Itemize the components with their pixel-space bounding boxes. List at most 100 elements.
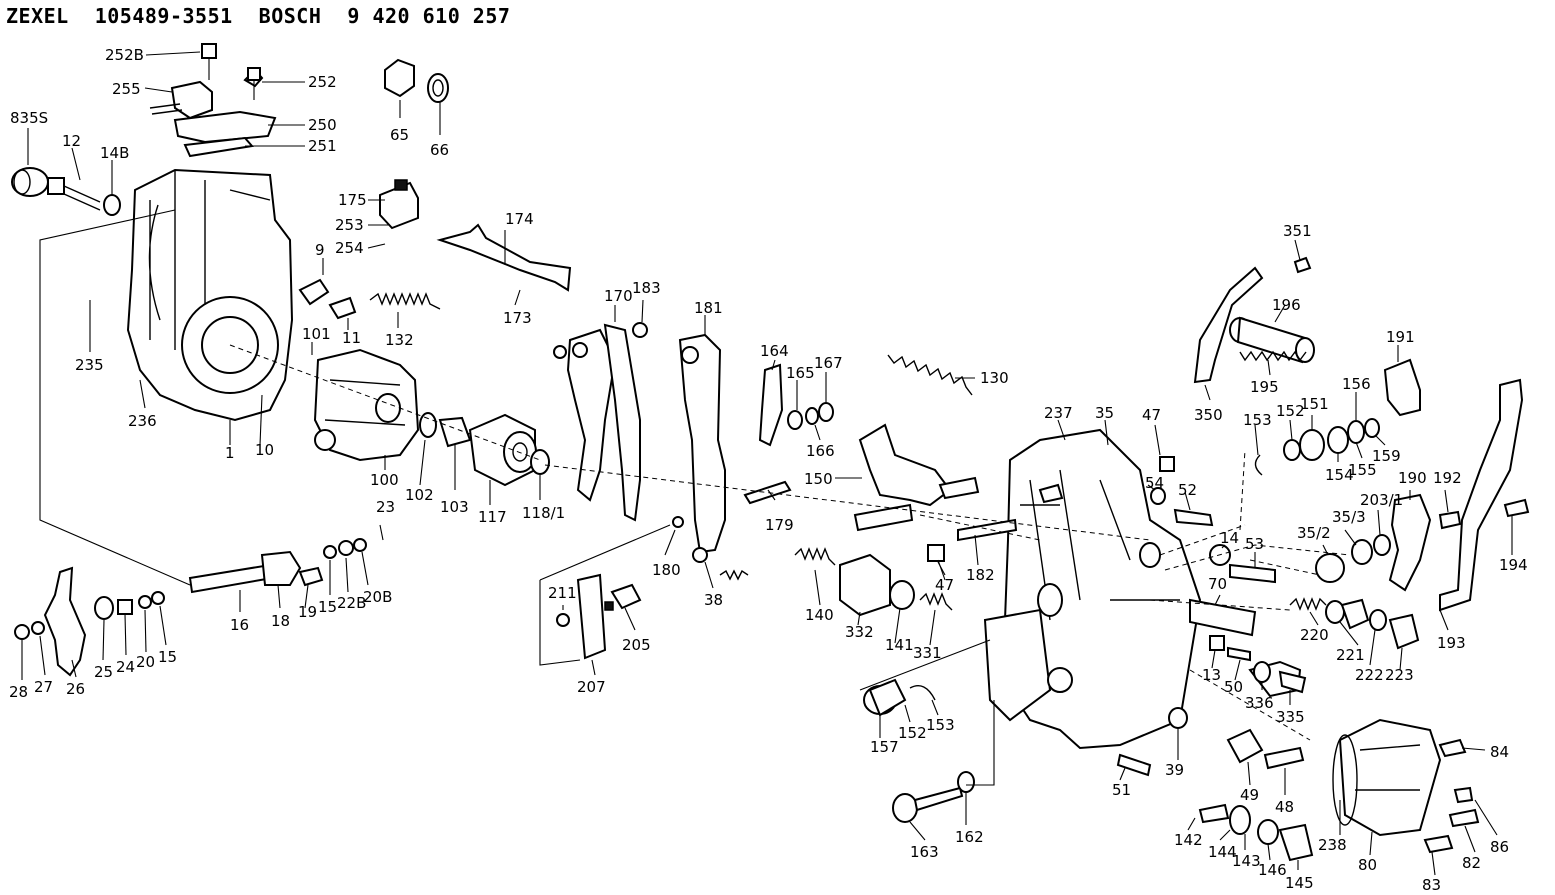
callout-label: 207 — [577, 678, 606, 696]
callout-label: 155 — [1348, 461, 1377, 479]
spring-196-group — [1193, 256, 1315, 384]
lever-181 — [678, 333, 792, 581]
maker-bosch: BOSCH — [258, 4, 322, 28]
callout-label: 145 — [1285, 874, 1314, 892]
callout-label: 103 — [440, 498, 469, 516]
callout-label: 26 — [66, 680, 85, 698]
callout-label: 235 — [75, 356, 104, 374]
callout-label: 183 — [632, 279, 661, 297]
lever-26 — [14, 566, 165, 677]
shaft-16-assembly — [188, 538, 367, 594]
adjuster-stack — [794, 547, 953, 617]
callout-label: 142 — [1174, 831, 1203, 849]
callout-label: 28 — [9, 683, 28, 701]
callout-label: 144 — [1208, 843, 1237, 861]
callout-label: 54 — [1145, 474, 1164, 492]
parts-illustration — [11, 43, 1530, 862]
callout-label: 66 — [430, 141, 449, 159]
top-plate-group — [149, 43, 277, 158]
callout-label: 47 — [1142, 406, 1161, 424]
callout-label: 180 — [652, 561, 681, 579]
lever-193-group — [1383, 358, 1530, 612]
washer-180 — [672, 516, 684, 528]
callout-label: 331 — [913, 644, 942, 662]
callout-label: 150 — [804, 470, 833, 488]
callout-label: 221 — [1336, 646, 1365, 664]
callout-label: 332 — [845, 623, 874, 641]
callout-label: 254 — [335, 239, 364, 257]
nut-and-washer — [384, 58, 449, 103]
plug-157-group — [863, 678, 936, 717]
callout-label: 117 — [478, 508, 507, 526]
pin-23 — [379, 524, 384, 541]
callout-label: 162 — [955, 828, 984, 846]
cover-80 — [1332, 718, 1480, 854]
callout-label: 18 — [271, 612, 290, 630]
callout-label: 336 — [1245, 694, 1274, 712]
callout-label: 83 — [1422, 876, 1441, 894]
callout-label: 50 — [1224, 678, 1243, 696]
callout-label: 159 — [1372, 447, 1401, 465]
callout-label: 20 — [136, 653, 155, 671]
callout-label: 153 — [926, 716, 955, 734]
callout-label: 49 — [1240, 786, 1259, 804]
callout-label: 154 — [1325, 466, 1354, 484]
callout-label: 35 — [1095, 404, 1114, 422]
callout-label: 164 — [760, 342, 789, 360]
callout-label: 174 — [505, 210, 534, 228]
callout-label: 132 — [385, 331, 414, 349]
callout-label: 47 — [935, 576, 954, 594]
callout-label: 190 — [1398, 469, 1427, 487]
callout-label: 252 — [308, 73, 337, 91]
callout-label: 11 — [342, 329, 361, 347]
callout-label: 14 — [1220, 529, 1239, 547]
callout-label: 39 — [1165, 761, 1184, 779]
callout-label: 22B — [337, 594, 366, 612]
callout-label: 222 — [1355, 666, 1384, 684]
callout-label: 13 — [1202, 666, 1221, 684]
callout-label: 53 — [1245, 535, 1264, 553]
maker-zexel: ZEXEL — [6, 4, 69, 28]
callout-label: 173 — [503, 309, 532, 327]
callout-label: 193 — [1437, 634, 1466, 652]
bosch-part-number: 9 420 610 257 — [347, 4, 511, 28]
callout-label: 179 — [765, 516, 794, 534]
callout-label: 35/3 — [1332, 508, 1366, 526]
misc-screws — [927, 456, 1307, 777]
callout-label: 38 — [704, 591, 723, 609]
lower-right-hardware — [1198, 660, 1314, 862]
block-175 — [379, 179, 419, 230]
callout-label: 253 — [335, 216, 364, 234]
callout-label: 25 — [94, 663, 113, 681]
callout-label: 335 — [1276, 708, 1305, 726]
callout-label: 165 — [786, 364, 815, 382]
callout-label: 35/2 — [1297, 524, 1331, 542]
callout-label: 48 — [1275, 798, 1294, 816]
callout-label: 182 — [966, 566, 995, 584]
callout-label: 194 — [1499, 556, 1528, 574]
callout-label: 151 — [1300, 395, 1329, 413]
callout-label: 23 — [376, 498, 395, 516]
callout-label: 252B — [105, 46, 144, 64]
pump-body — [983, 428, 1202, 750]
callout-label: 1 — [225, 444, 235, 462]
callout-label: 351 — [1283, 222, 1312, 240]
callout-label: 15 — [318, 598, 337, 616]
callout-label: 181 — [694, 299, 723, 317]
callout-label: 163 — [910, 843, 939, 861]
sleeve-stack — [419, 412, 550, 487]
plug-bolt-set — [11, 167, 121, 216]
callout-label: 9 — [315, 241, 325, 259]
callout-label: 236 — [128, 412, 157, 430]
callout-label: 203/1 — [1360, 491, 1403, 509]
callout-label: 205 — [622, 636, 651, 654]
construction-lines — [39, 209, 1351, 786]
lever-170 — [553, 322, 648, 522]
callout-label: 65 — [390, 126, 409, 144]
callout-label: 835S — [10, 109, 48, 127]
callout-label: 141 — [885, 636, 914, 654]
callout-label: 84 — [1490, 743, 1509, 761]
callout-label: 170 — [604, 287, 633, 305]
